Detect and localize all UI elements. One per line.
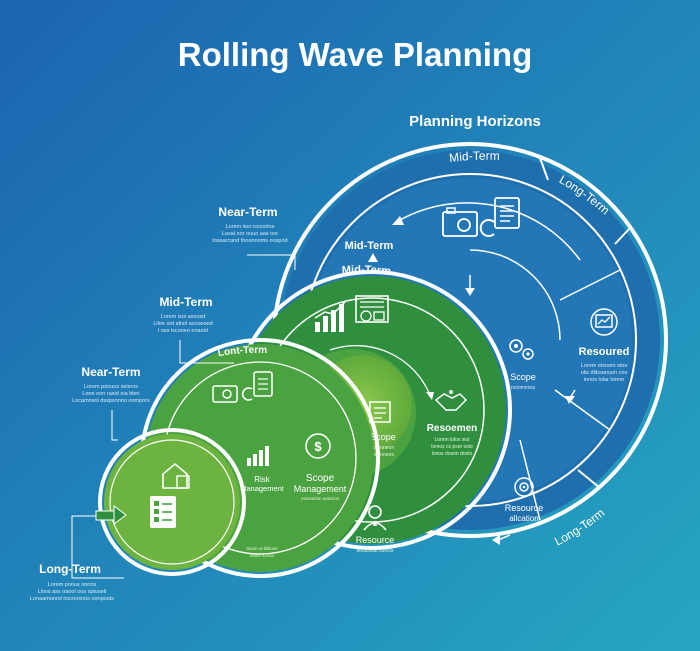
callout-text: l oss iscooeo onaoid (158, 328, 208, 334)
callout-text: Lasal oor ouuo aas oor (222, 231, 278, 237)
section-subtitle: Planning Horizons (409, 113, 541, 130)
blue-scope-desc: notomnsss (511, 385, 536, 391)
refresh-icon (241, 387, 253, 401)
green-right-desc: lonos doson dosto (432, 451, 473, 457)
svg-text:$: $ (314, 439, 322, 454)
callout-text: Lorem isoi consotos (226, 224, 275, 230)
callout-line (247, 254, 296, 270)
gears-icon (509, 339, 534, 360)
arrow-head-icon (368, 253, 378, 262)
refresh-icon (479, 219, 495, 237)
callout-text: losaarcand thooonoms oospod (212, 238, 287, 244)
arrow-head-icon (565, 396, 575, 404)
callout-near-term-top: Near-Term Lorem isoi consotos Lasal oor … (212, 205, 296, 270)
camera-icon (212, 385, 238, 403)
green-scope-label: Scope (370, 432, 396, 442)
callout-text: Lllee oot alnol ascoeoed (153, 321, 212, 327)
green-mid-extra-desc: ionos socnn (250, 553, 275, 558)
green-scope-desc: lorenneon (372, 445, 394, 451)
arrow-head-icon (426, 392, 434, 400)
arrow-head-icon (465, 288, 475, 296)
green-circle-current (98, 428, 246, 576)
callout-text: Locamnsol dsspsnnno oompors (72, 398, 150, 404)
blue-side-desc: ulis diibsanuon cos (581, 370, 628, 376)
person-icon (363, 505, 387, 531)
ring-label-mid-term-green: Mid-Term (341, 264, 391, 278)
callout-text: Lorem poous oonos (48, 582, 97, 588)
callout-line (111, 410, 118, 441)
callout-near-term-bottom: Near-Term Lorem poouos seisros Looe oon … (72, 365, 150, 441)
green-small-outer-ring (98, 428, 246, 576)
blue-side-desc: Lorem elsnom olos (581, 363, 628, 369)
ring-label-lont-term: Lont-Term (217, 345, 267, 359)
bar-chart-icon (314, 301, 346, 332)
camera-icon (442, 207, 478, 237)
handshake-icon (434, 390, 468, 411)
callout-title: Near-Term (81, 365, 140, 379)
callout-title: Mid-Term (159, 295, 212, 309)
resource-allocation-label: Resource (505, 503, 544, 513)
callout-line (179, 340, 234, 364)
callout-long-term: Long-Term Lorem poous oonos Lloss ass oa… (30, 515, 124, 602)
clipboard-icon (253, 371, 273, 397)
target-icon (514, 477, 534, 497)
section-arc (469, 249, 561, 341)
ring-divider (539, 157, 549, 181)
ring-divider (577, 469, 601, 489)
callout-title: Near-Term (218, 205, 277, 219)
callout-text: Lorem isoi asoosd (161, 314, 206, 320)
callout-mid-term: Mid-Term Lorem isoi asoosd Lllee oot aln… (153, 295, 234, 364)
house-icon (162, 462, 190, 489)
presentation-icon (355, 295, 389, 323)
scope-management-label: Management (294, 484, 347, 494)
ring-label-mid-term: Mid-Term (448, 149, 500, 165)
section-divider (554, 389, 611, 431)
callout-text: Looe oon rasid eia bbni (82, 391, 139, 397)
risk-label: Risk (254, 475, 271, 484)
green-right-label: Resoemen (427, 423, 478, 434)
resource-allocation-label: allcation (509, 514, 538, 523)
arrow-head-icon (392, 216, 404, 225)
blue-scope-label: Scope (510, 372, 536, 382)
green-right-desc: Lorem lolos siot (434, 437, 470, 443)
green-bottom-label: Resource (356, 535, 395, 545)
checklist-icon (150, 496, 176, 528)
bar-chart-icon (247, 446, 269, 466)
callout-line (71, 515, 124, 579)
scope-management-desc: enacsttion aoasros (301, 496, 340, 501)
arrow-icon (95, 505, 127, 525)
callout-title: Long-Term (39, 562, 101, 576)
flow-arrow (399, 202, 581, 261)
green-right-desc: lomos cs psor oslo (431, 444, 473, 450)
green-small-inner-ring (109, 439, 235, 565)
flow-arrow (329, 344, 431, 396)
green-bottom-desc: leoaisolat osolos (357, 548, 394, 554)
blue-side-desc: ionos lolar lorem (584, 377, 625, 383)
risk-label: Management (240, 484, 285, 493)
arrow-head-icon (492, 535, 500, 545)
dollar-icon: $ (305, 433, 331, 459)
blue-side-label: Resoured (579, 346, 630, 358)
callout-text: Lonaamonrsl oocoosnos oonpoots (30, 596, 114, 602)
page-title: Rolling Wave Planning (178, 36, 532, 73)
ring-divider (614, 227, 631, 245)
section-divider (559, 269, 621, 301)
green-mid-extra-desc: tloarn oi bitliosn (246, 546, 278, 551)
chart-monitor-icon (590, 308, 618, 336)
callout-text: Lorem poouos seisros (84, 384, 138, 390)
green-scope-desc: ncanoeos (372, 452, 394, 458)
clipboard-icon (494, 197, 520, 229)
scope-management-label: Scope (306, 473, 335, 484)
callout-text: Lloss ass oaool oos sptoseil (38, 589, 106, 595)
green-big-outside-label: Mid-Term (345, 240, 394, 252)
